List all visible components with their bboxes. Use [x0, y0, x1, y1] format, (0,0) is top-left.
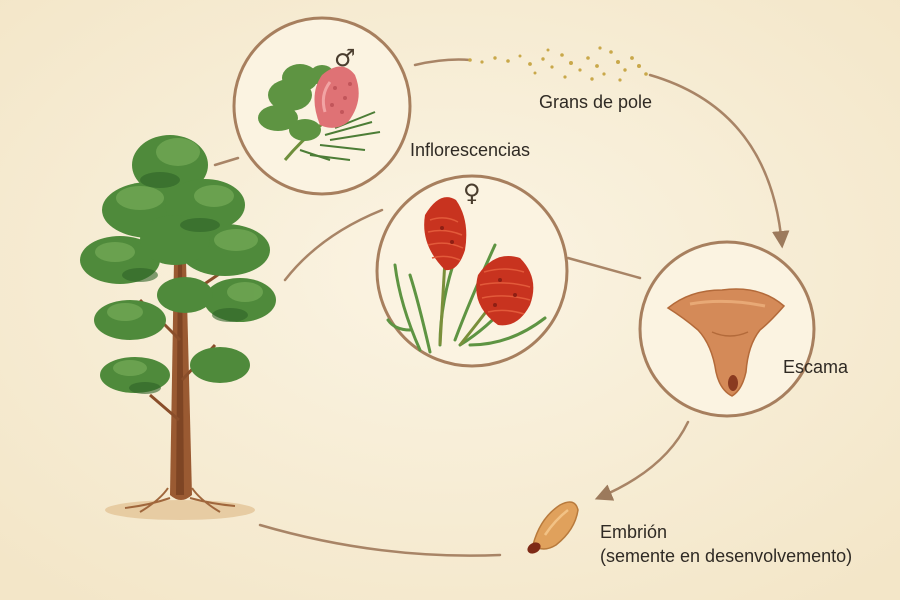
label-pollen: Grans de pole: [539, 91, 652, 113]
label-embryo: Embrión: [600, 521, 667, 543]
male-symbol: ♂: [334, 46, 356, 70]
female-symbol: ♀: [463, 181, 481, 205]
label-embryo-note: (semente en desenvolvemento): [600, 545, 852, 567]
label-inflorescences: Inflorescencias: [410, 139, 530, 161]
label-scale: Escama: [783, 356, 848, 378]
male-inflorescence-circle: [234, 18, 410, 194]
scale-circle: [640, 242, 814, 416]
